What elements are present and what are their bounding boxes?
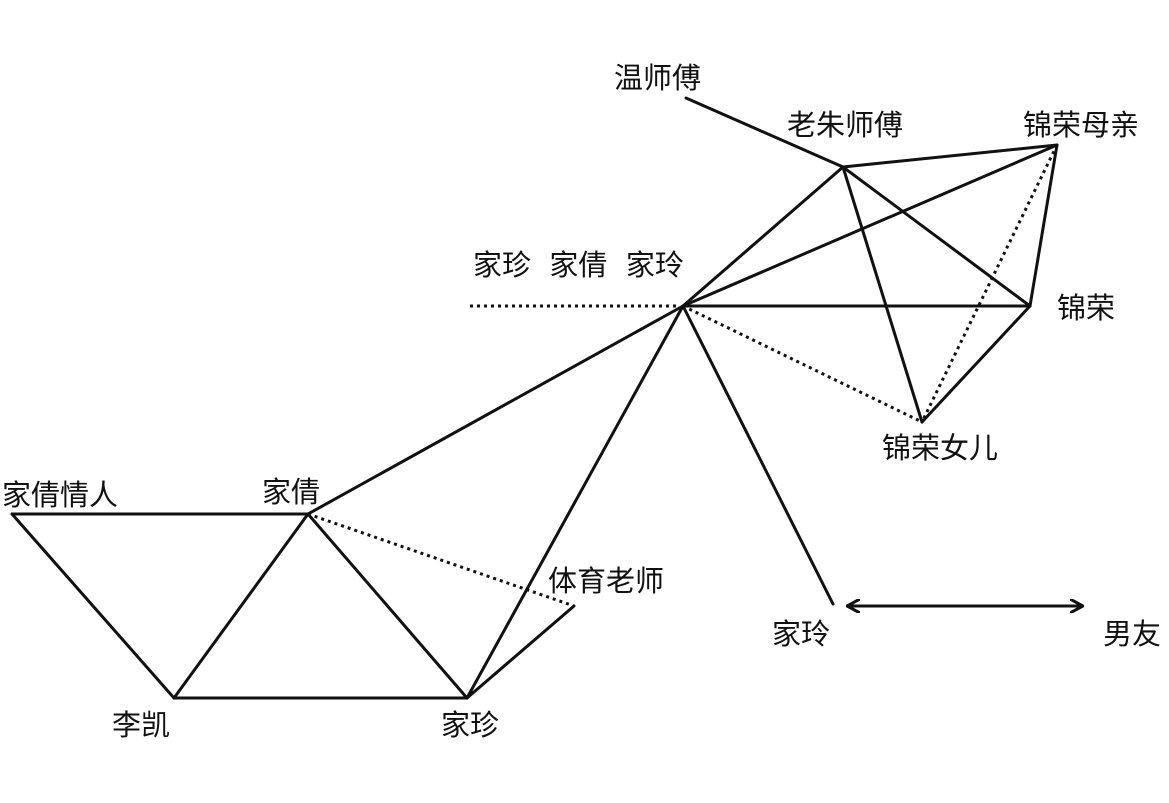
- node-label-jiaqian: 家倩: [262, 475, 320, 509]
- edge-jiaqian-to-jiazhen: [306, 512, 469, 700]
- edge-sisters-to-jiazhen: [465, 304, 685, 700]
- node-label-lao-zhu-shifu: 老朱师傅: [787, 108, 903, 142]
- node-label-jiazhen: 家珍: [441, 708, 499, 742]
- node-label-li-kai: 李凯: [112, 708, 170, 742]
- edge-jinrong-muqin-to-jinrong-nver: [920, 144, 1059, 423]
- edge-lao-zhu-shifu-to-sisters: [681, 165, 845, 308]
- edge-jiaqian-to-tiyu-laoshi: [307, 512, 575, 608]
- node-label-jinrong-nver: 锦荣女儿: [882, 431, 998, 465]
- edge-jiaqian-qingren-to-li-kai: [10, 512, 176, 700]
- edge-sisters-to-jialing: [681, 304, 835, 606]
- node-label-jiaqian-qingren: 家倩情人: [2, 478, 118, 512]
- node-label-sisters: 家珍 家倩 家玲: [473, 248, 684, 282]
- node-label-jialing: 家玲: [772, 617, 830, 651]
- edge-wen-shifu-to-lao-zhu-shifu: [684, 96, 845, 169]
- edge-lao-zhu-shifu-to-jinrong: [841, 165, 1032, 308]
- edge-jiazhen-to-tiyu-laoshi: [465, 604, 576, 700]
- edge-jinrong-to-jinrong-nver: [920, 304, 1032, 424]
- node-label-wen-shifu: 温师傅: [614, 61, 701, 95]
- node-label-jinrong: 锦荣: [1057, 291, 1115, 325]
- edge-jinrong-muqin-to-jinrong: [1028, 143, 1059, 308]
- node-label-jinrong-muqin: 锦荣母亲: [1023, 108, 1139, 142]
- node-label-nanyou: 男友: [1103, 617, 1161, 651]
- edges-layer: [10, 96, 1082, 700]
- edge-sisters-to-jinrong-nver: [682, 304, 923, 424]
- edge-sisters-to-jiaqian: [306, 304, 685, 516]
- edge-jinrong-muqin-to-sisters: [681, 143, 1059, 308]
- edge-lao-zhu-shifu-to-jinrong-muqin: [841, 143, 1059, 169]
- edge-jiaqian-to-li-kai: [172, 512, 310, 700]
- labels-layer: 温师傅 老朱师傅 锦荣母亲 家珍 家倩 家玲 锦荣 锦荣女儿 家倩情人 家倩 体…: [2, 61, 1161, 742]
- node-label-tiyu-laoshi: 体育老师: [548, 564, 664, 598]
- edge-lao-zhu-shifu-to-jinrong-nver: [841, 165, 924, 424]
